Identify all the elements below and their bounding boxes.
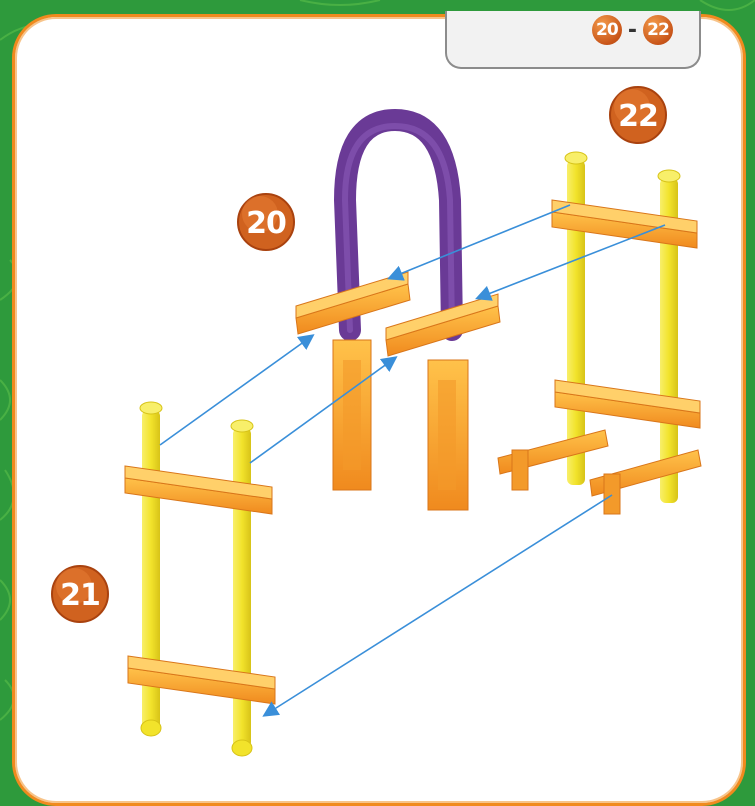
arrow-22-foot-to-21 (265, 495, 612, 715)
part-22-foot-connector-right (590, 450, 701, 514)
part-20-leg-left (333, 340, 371, 490)
part-22-frame (498, 152, 701, 514)
arrow-21-to-20-right (250, 358, 395, 463)
part-21-post-right (231, 420, 253, 756)
step-badge-22: 22 (610, 87, 666, 143)
step-badge-20-label: 20 (246, 206, 286, 241)
step-badge-20: 20 (238, 194, 294, 250)
step-badge-22-label: 22 (618, 99, 658, 134)
part-20-leg-right (428, 360, 468, 510)
step-badge-21-label: 21 (60, 578, 100, 613)
part-20-arch-assembly (296, 120, 500, 510)
step-badge-21: 21 (52, 566, 108, 622)
part-21-frame (125, 402, 275, 756)
arrow-22-to-20-left (390, 205, 570, 278)
